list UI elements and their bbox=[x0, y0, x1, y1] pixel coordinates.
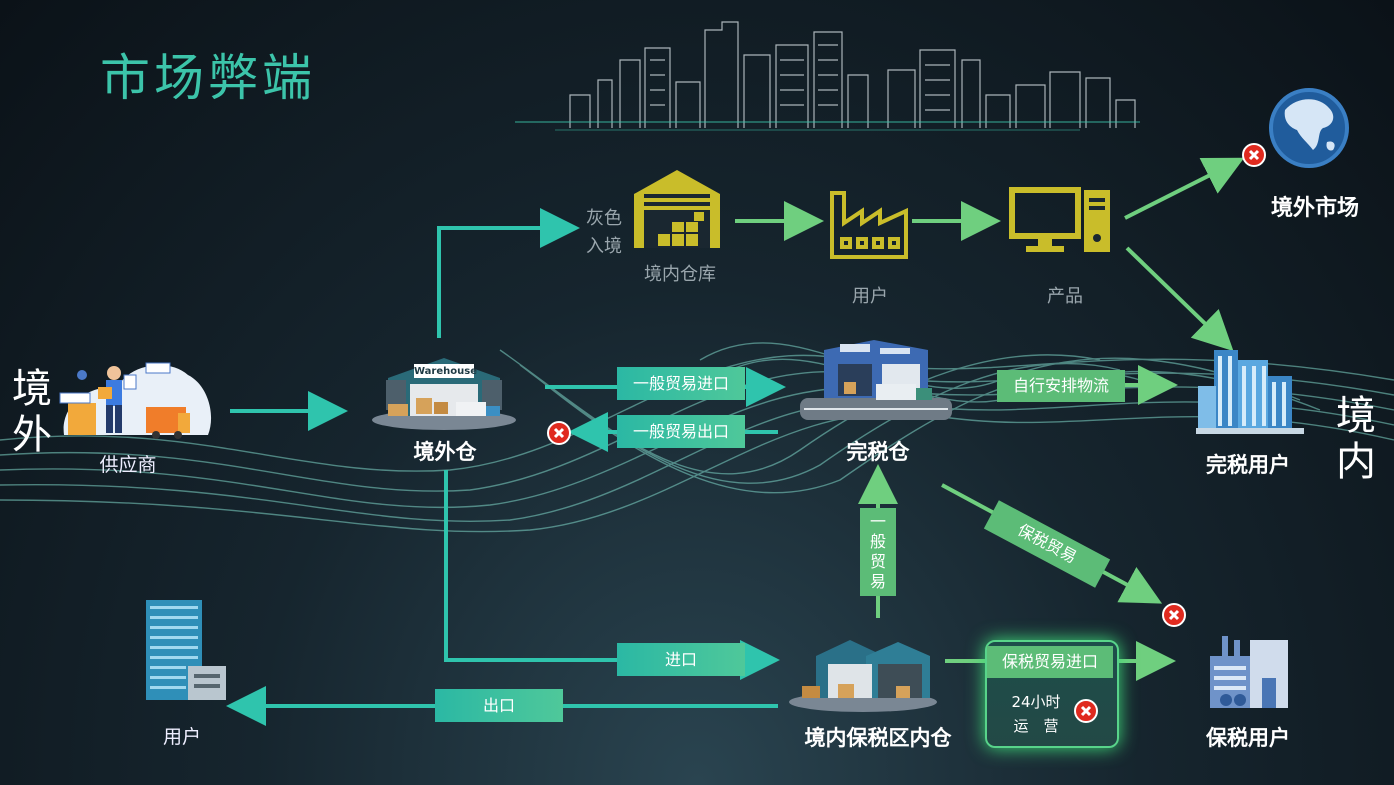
error-icon-bonded-trade bbox=[1162, 603, 1186, 627]
bonded-warehouse-icon bbox=[789, 640, 937, 712]
domestic-warehouse-icon bbox=[634, 170, 720, 248]
error-icon-general-export bbox=[547, 421, 571, 445]
bonded-warehouse-label: 境内保税区内仓 bbox=[804, 726, 952, 750]
tag-bonded-import: 保税贸易进口 bbox=[987, 646, 1113, 678]
duty-paid-warehouse-label: 完税仓 bbox=[846, 440, 910, 464]
error-icon-overseas-market bbox=[1242, 143, 1266, 167]
domestic-warehouse-label: 境内仓库 bbox=[644, 264, 716, 285]
tag-import: 进口 bbox=[617, 643, 745, 676]
globe-icon bbox=[1269, 88, 1349, 168]
overseas-warehouse-icon bbox=[372, 358, 516, 430]
product-label: 产品 bbox=[1047, 286, 1083, 307]
tag-general-import: 一般贸易进口 bbox=[617, 367, 745, 400]
tag-export: 出口 bbox=[435, 689, 563, 722]
side-label-domestic: 境 内 bbox=[1336, 393, 1376, 485]
factory-icon bbox=[830, 191, 908, 259]
duty-paid-user-label: 完税用户 bbox=[1206, 453, 1290, 477]
supplier-icon bbox=[59, 362, 212, 439]
bonded-user-label: 保税用户 bbox=[1206, 726, 1290, 750]
user-top-label: 用户 bbox=[852, 286, 888, 307]
side-label-overseas: 境 外 bbox=[12, 366, 52, 458]
user-bottom-building-icon bbox=[146, 600, 226, 700]
duty-paid-warehouse-icon bbox=[800, 340, 952, 420]
supplier-label: 供应商 bbox=[99, 454, 157, 476]
tag-general-export: 一般贸易出口 bbox=[617, 415, 745, 448]
product-computer-icon bbox=[1009, 187, 1110, 252]
tag-self-logistics: 自行安排物流 bbox=[997, 370, 1125, 402]
grey-entry-label: 灰色 入境 bbox=[586, 208, 622, 257]
user-bottom-label: 用户 bbox=[162, 726, 201, 748]
overseas-warehouse-label: 境外仓 bbox=[413, 440, 477, 464]
warehouse-sign: Warehouse bbox=[414, 366, 477, 377]
page-title: 市场弊端 bbox=[100, 49, 316, 107]
duty-paid-user-icon bbox=[1196, 350, 1304, 434]
bonded-user-factory-icon bbox=[1210, 636, 1288, 708]
ops-24h-text: 24小时 运 营 bbox=[1011, 693, 1061, 735]
tag-general-trade-vertical: 一 般 贸 易 bbox=[860, 508, 896, 596]
overseas-market-label: 境外市场 bbox=[1270, 196, 1359, 221]
error-icon-24h-operation bbox=[1074, 699, 1098, 723]
